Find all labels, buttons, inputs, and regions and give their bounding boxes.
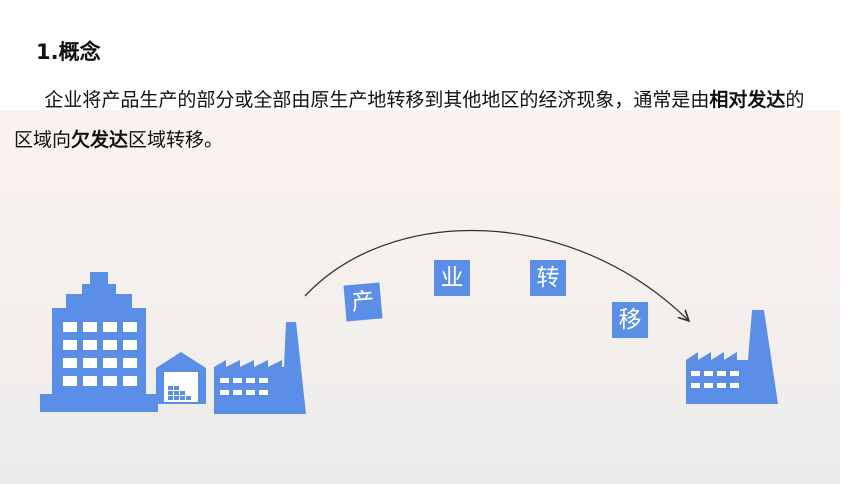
office-building-icon [40, 272, 158, 412]
arrow-char-4: 移 [612, 302, 648, 338]
concept-paragraph: 企业将产品生产的部分或全部由原生产地转移到其他地区的经济现象，通常是由相对发达的… [14, 80, 819, 160]
section-heading: 1.概念 [36, 40, 101, 64]
paragraph-text-1: 企业将产品生产的部分或全部由原生产地转移到其他地区的经济现象，通常是由 [44, 89, 710, 111]
arrow-char-2: 业 [434, 260, 470, 296]
arrow-char-1: 产 [343, 282, 383, 322]
paragraph-text-2: 的区域向 [14, 89, 805, 151]
factory-icon [686, 310, 778, 404]
transfer-arrow [304, 229, 688, 320]
content-background [0, 110, 840, 484]
warehouse-icon [156, 352, 206, 404]
bold-term-underdeveloped: 欠发达 [71, 129, 129, 151]
paragraph-text-3: 区域转移。 [128, 129, 224, 151]
bold-term-developed: 相对发达 [709, 89, 786, 111]
factory-icon [214, 322, 306, 414]
arrow-char-3: 转 [530, 260, 566, 296]
